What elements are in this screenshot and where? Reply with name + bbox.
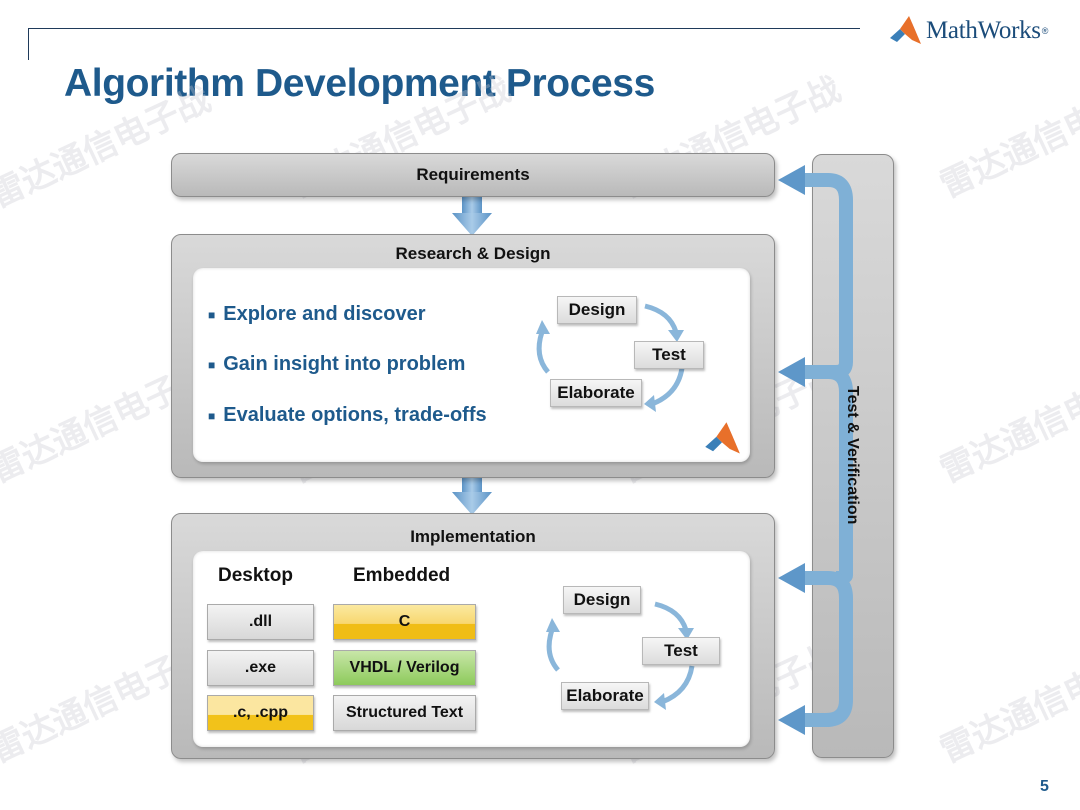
- down-arrow-icon: [452, 196, 492, 236]
- cycle-elaborate-box: Elaborate: [550, 379, 642, 407]
- brand-registered-mark: ®: [1041, 26, 1049, 36]
- test-verification-label: Test & Verification: [844, 385, 861, 525]
- cycle-test-box: Test: [642, 637, 720, 665]
- header-rule-tick: [28, 28, 29, 60]
- cycle-test-box: Test: [634, 341, 704, 369]
- bullet-item: ■Explore and discover: [208, 303, 426, 325]
- research-design-label: Research & Design: [395, 244, 551, 263]
- cycle-arrows-icon: [546, 601, 695, 710]
- requirements-label: Requirements: [416, 165, 530, 184]
- cycle-design-box: Design: [563, 586, 641, 614]
- desktop-c-cpp-chip: .c, .cpp: [207, 695, 314, 731]
- page-number: 5: [1040, 778, 1049, 795]
- embedded-structured-text-chip: Structured Text: [333, 695, 476, 731]
- down-arrow-icon: [452, 477, 492, 515]
- page-title: Algorithm Development Process: [64, 62, 655, 105]
- brand-name: MathWorks: [926, 17, 1041, 44]
- implementation-label: Implementation: [410, 527, 536, 546]
- desktop-dll-chip: .dll: [207, 604, 314, 640]
- header-rule: [28, 28, 860, 29]
- bullet-item: ■Gain insight into problem: [208, 353, 466, 375]
- cycle-design-box: Design: [557, 296, 637, 324]
- matlab-logo-icon: [705, 422, 740, 454]
- desktop-heading: Desktop: [218, 565, 293, 586]
- embedded-c-chip: C: [333, 604, 476, 640]
- requirements-panel: Requirements: [171, 153, 775, 197]
- embedded-heading: Embedded: [353, 565, 451, 586]
- bullet-item: ■Evaluate options, trade-offs: [208, 404, 487, 426]
- embedded-vhdl-chip: VHDL / Verilog: [333, 650, 476, 686]
- cycle-elaborate-box: Elaborate: [561, 682, 649, 710]
- cycle-arrows-icon: [536, 303, 685, 412]
- mathworks-logo: MathWorks ®: [888, 12, 1068, 50]
- feedback-arrow-icon: [805, 173, 853, 727]
- arrow-heads: [778, 165, 805, 735]
- desktop-exe-chip: .exe: [207, 650, 314, 686]
- membrane-icon: [890, 16, 921, 44]
